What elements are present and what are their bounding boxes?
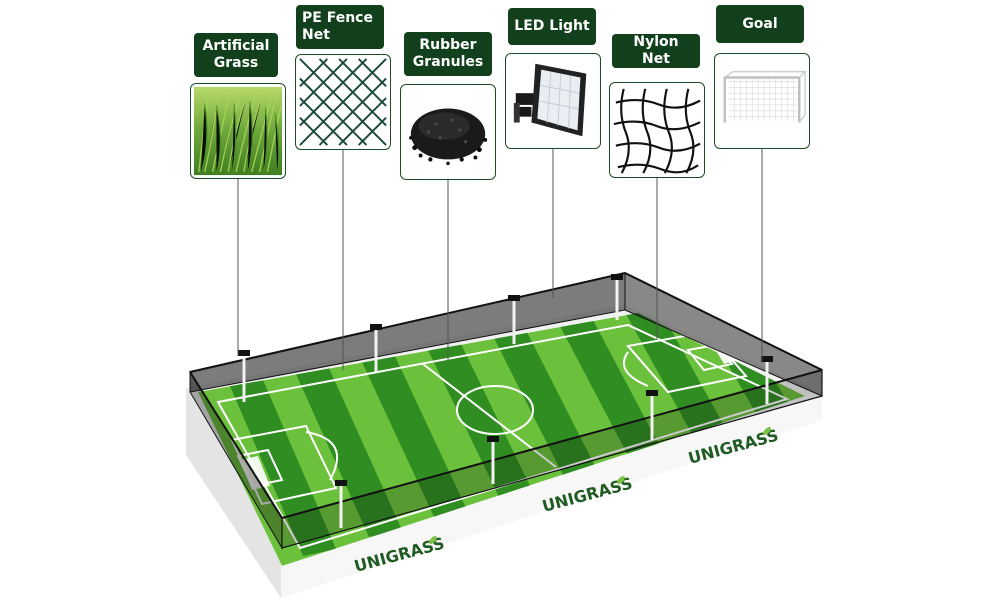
center-circle [456,385,534,435]
light-poles [238,274,773,528]
right-penalty-box [626,330,748,394]
nylon-net-image [613,88,701,174]
platform-base [186,305,822,598]
chain-link-fence-image [299,58,387,146]
brand-wordmarks: UNIGRASS UNIGRASS UNIGRASS [352,426,780,576]
label-pe-fence-net: PE Fence Net [296,5,384,49]
artificial-grass-image [193,86,283,176]
label-goal: Goal [716,5,804,43]
label-nylon-net: Nylon Net [612,34,700,68]
card-pe-fence-net [295,54,391,150]
leaf-icon [763,427,771,435]
platform-side-left [186,388,281,598]
leader-lines [237,149,763,370]
rubber-granules-image [409,108,488,166]
leaf-icon [429,536,437,544]
brand-leaf-icons [429,427,771,544]
brand-wordmark-front-center: UNIGRASS [540,474,634,516]
card-led-light [505,53,601,149]
led-floodlight-image [513,63,587,137]
label-rubber-granules: Rubber Granules [404,32,492,76]
pitch-lines [216,323,790,550]
right-goal-box [686,343,734,372]
halfway-line [422,363,557,468]
brand-wordmark-front-right: UNIGRASS [686,426,780,468]
card-artificial-grass [190,83,286,179]
card-nylon-net [609,82,705,178]
fence [189,272,823,550]
pitch [198,313,805,566]
goal-image [723,70,807,123]
leaf-icon [617,476,625,484]
card-goal [714,53,810,149]
left-penalty-box [230,424,338,506]
platform-side-front [281,393,822,598]
left-goal-box [236,448,284,488]
label-led-light: LED Light [508,8,596,45]
brand-wordmark-front-left: UNIGRASS [352,534,446,576]
label-artificial-grass: Artificial Grass [194,33,278,77]
goals [240,340,742,490]
card-rubber-granules [400,84,496,180]
